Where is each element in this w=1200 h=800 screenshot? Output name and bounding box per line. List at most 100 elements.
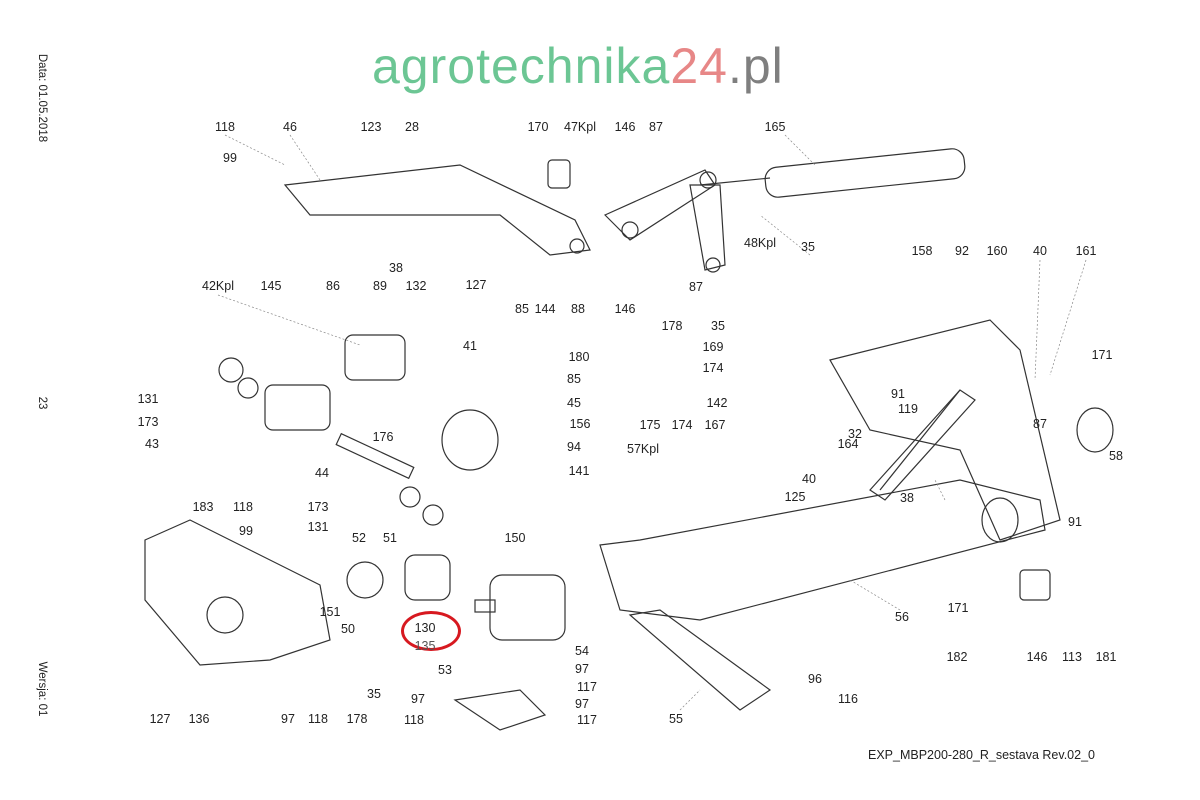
part-number-label: 130	[414, 621, 436, 635]
part-number-label: 91	[1068, 515, 1082, 529]
part-number-label: 169	[702, 340, 724, 354]
part-number-label: 96	[808, 672, 822, 686]
part-number-label: 57Kpl	[627, 442, 659, 456]
frame-56	[599, 479, 1046, 621]
part-number-label: 156	[569, 417, 591, 431]
part-number-label: 160	[986, 244, 1008, 258]
watermark-part3: .pl	[727, 38, 784, 94]
part-number-label: 92	[955, 244, 969, 258]
part-number-label: 43	[145, 437, 159, 451]
part-number-label: 158	[911, 244, 933, 258]
part-number-label: 46	[283, 120, 297, 134]
link-48kpl	[689, 184, 726, 271]
housing-43	[264, 384, 331, 431]
part-number-label: 50	[341, 622, 355, 636]
part-number-label: 125	[784, 490, 806, 504]
part-number-label: 97	[575, 697, 589, 711]
part-number-label: 45	[567, 396, 581, 410]
part-number-label: 170	[527, 120, 549, 134]
part-number-label: 131	[307, 520, 329, 534]
part-number-label: 118	[404, 713, 424, 727]
part-number-label: 171	[1091, 348, 1113, 362]
part-number-label: 38	[389, 261, 403, 275]
part-number-label: 145	[260, 279, 282, 293]
accumulator-171-top	[1076, 407, 1114, 453]
part-number-label: 142	[706, 396, 728, 410]
part-number-label: 35	[801, 240, 815, 254]
part-number-label: 171	[947, 601, 969, 615]
coupling-51	[404, 554, 451, 601]
part-number-label: 28	[405, 120, 419, 134]
part-number-label: 91	[891, 387, 905, 401]
part-number-label: 99	[239, 524, 253, 538]
date-text: Data: 01.05.2018	[36, 53, 48, 143]
plate-53	[453, 689, 547, 731]
version-text: Wersja: 01	[36, 661, 48, 717]
coupling-52	[346, 561, 384, 599]
part-182	[1019, 569, 1051, 601]
part-number-label: 116	[838, 692, 858, 706]
part-number-label: 86	[326, 279, 340, 293]
part-number-label: 52	[352, 531, 366, 545]
part-number-label: 136	[188, 712, 210, 726]
shaft-44	[335, 432, 415, 480]
part-number-label: 44	[315, 466, 329, 480]
part-number-label: 117	[577, 713, 597, 727]
part-number-label: 141	[568, 464, 590, 478]
part-number-label: 97	[281, 712, 295, 726]
part-number-label: 180	[568, 350, 590, 364]
part-number-label: 146	[614, 120, 636, 134]
part-number-label: 127	[465, 278, 487, 292]
part-number-label: 87	[649, 120, 663, 134]
part-number-label: 54	[575, 644, 589, 658]
part-number-label: 123	[360, 120, 382, 134]
watermark-part1: agrotechnika	[372, 38, 671, 94]
part-number-label: 35	[367, 687, 381, 701]
pulley-156	[441, 409, 499, 471]
part-number-label: 48Kpl	[744, 236, 776, 250]
part-number-label: 113	[1062, 650, 1082, 664]
part-number-label: 173	[307, 500, 329, 514]
frame-right	[829, 319, 1061, 541]
cylinder-165	[764, 148, 966, 198]
plate-55	[628, 609, 772, 711]
part-number-label: 35	[711, 319, 725, 333]
part-number-label: 151	[319, 605, 341, 619]
part-number-label: 161	[1075, 244, 1097, 258]
watermark: agrotechnika24.pl	[372, 40, 784, 92]
part-number-label: 131	[137, 392, 159, 406]
part-number-label: 97	[575, 662, 589, 676]
cylinder-164	[869, 389, 976, 501]
part-number-label: 85	[567, 372, 581, 386]
part-number-label: 146	[614, 302, 636, 316]
part-number-label: 135	[414, 639, 436, 653]
part-number-label: 182	[946, 650, 968, 664]
part-number-label: 118	[308, 712, 328, 726]
part-number-label: 183	[192, 500, 214, 514]
part-number-label: 178	[346, 712, 368, 726]
highlight-circle-130	[401, 611, 461, 651]
part-number-label: 174	[671, 418, 693, 432]
part-number-label: 181	[1095, 650, 1117, 664]
part-number-label: 150	[504, 531, 526, 545]
part-number-label: 94	[567, 440, 581, 454]
accumulator-171-bottom	[981, 497, 1019, 543]
watermark-part2: 24	[670, 38, 728, 94]
bracket-183	[144, 519, 331, 666]
part-number-label: 87	[1033, 417, 1047, 431]
part-number-label: 175	[639, 418, 661, 432]
part-number-label: 32	[848, 427, 862, 441]
part-number-label: 87	[689, 280, 703, 294]
part-number-label: 165	[764, 120, 786, 134]
part-number-label: 174	[702, 361, 724, 375]
part-number-label: 89	[373, 279, 387, 293]
part-number-label: 132	[405, 279, 427, 293]
part-number-label: 40	[802, 472, 816, 486]
part-number-label: 41	[463, 339, 477, 353]
drawing-id-footer: EXP_MBP200-280_R_sestava Rev.02_0	[868, 748, 1095, 762]
part-number-label: 42Kpl	[202, 279, 234, 293]
part-number-label: 88	[571, 302, 585, 316]
housing-42kpl	[344, 334, 406, 381]
part-number-label: 127	[149, 712, 171, 726]
